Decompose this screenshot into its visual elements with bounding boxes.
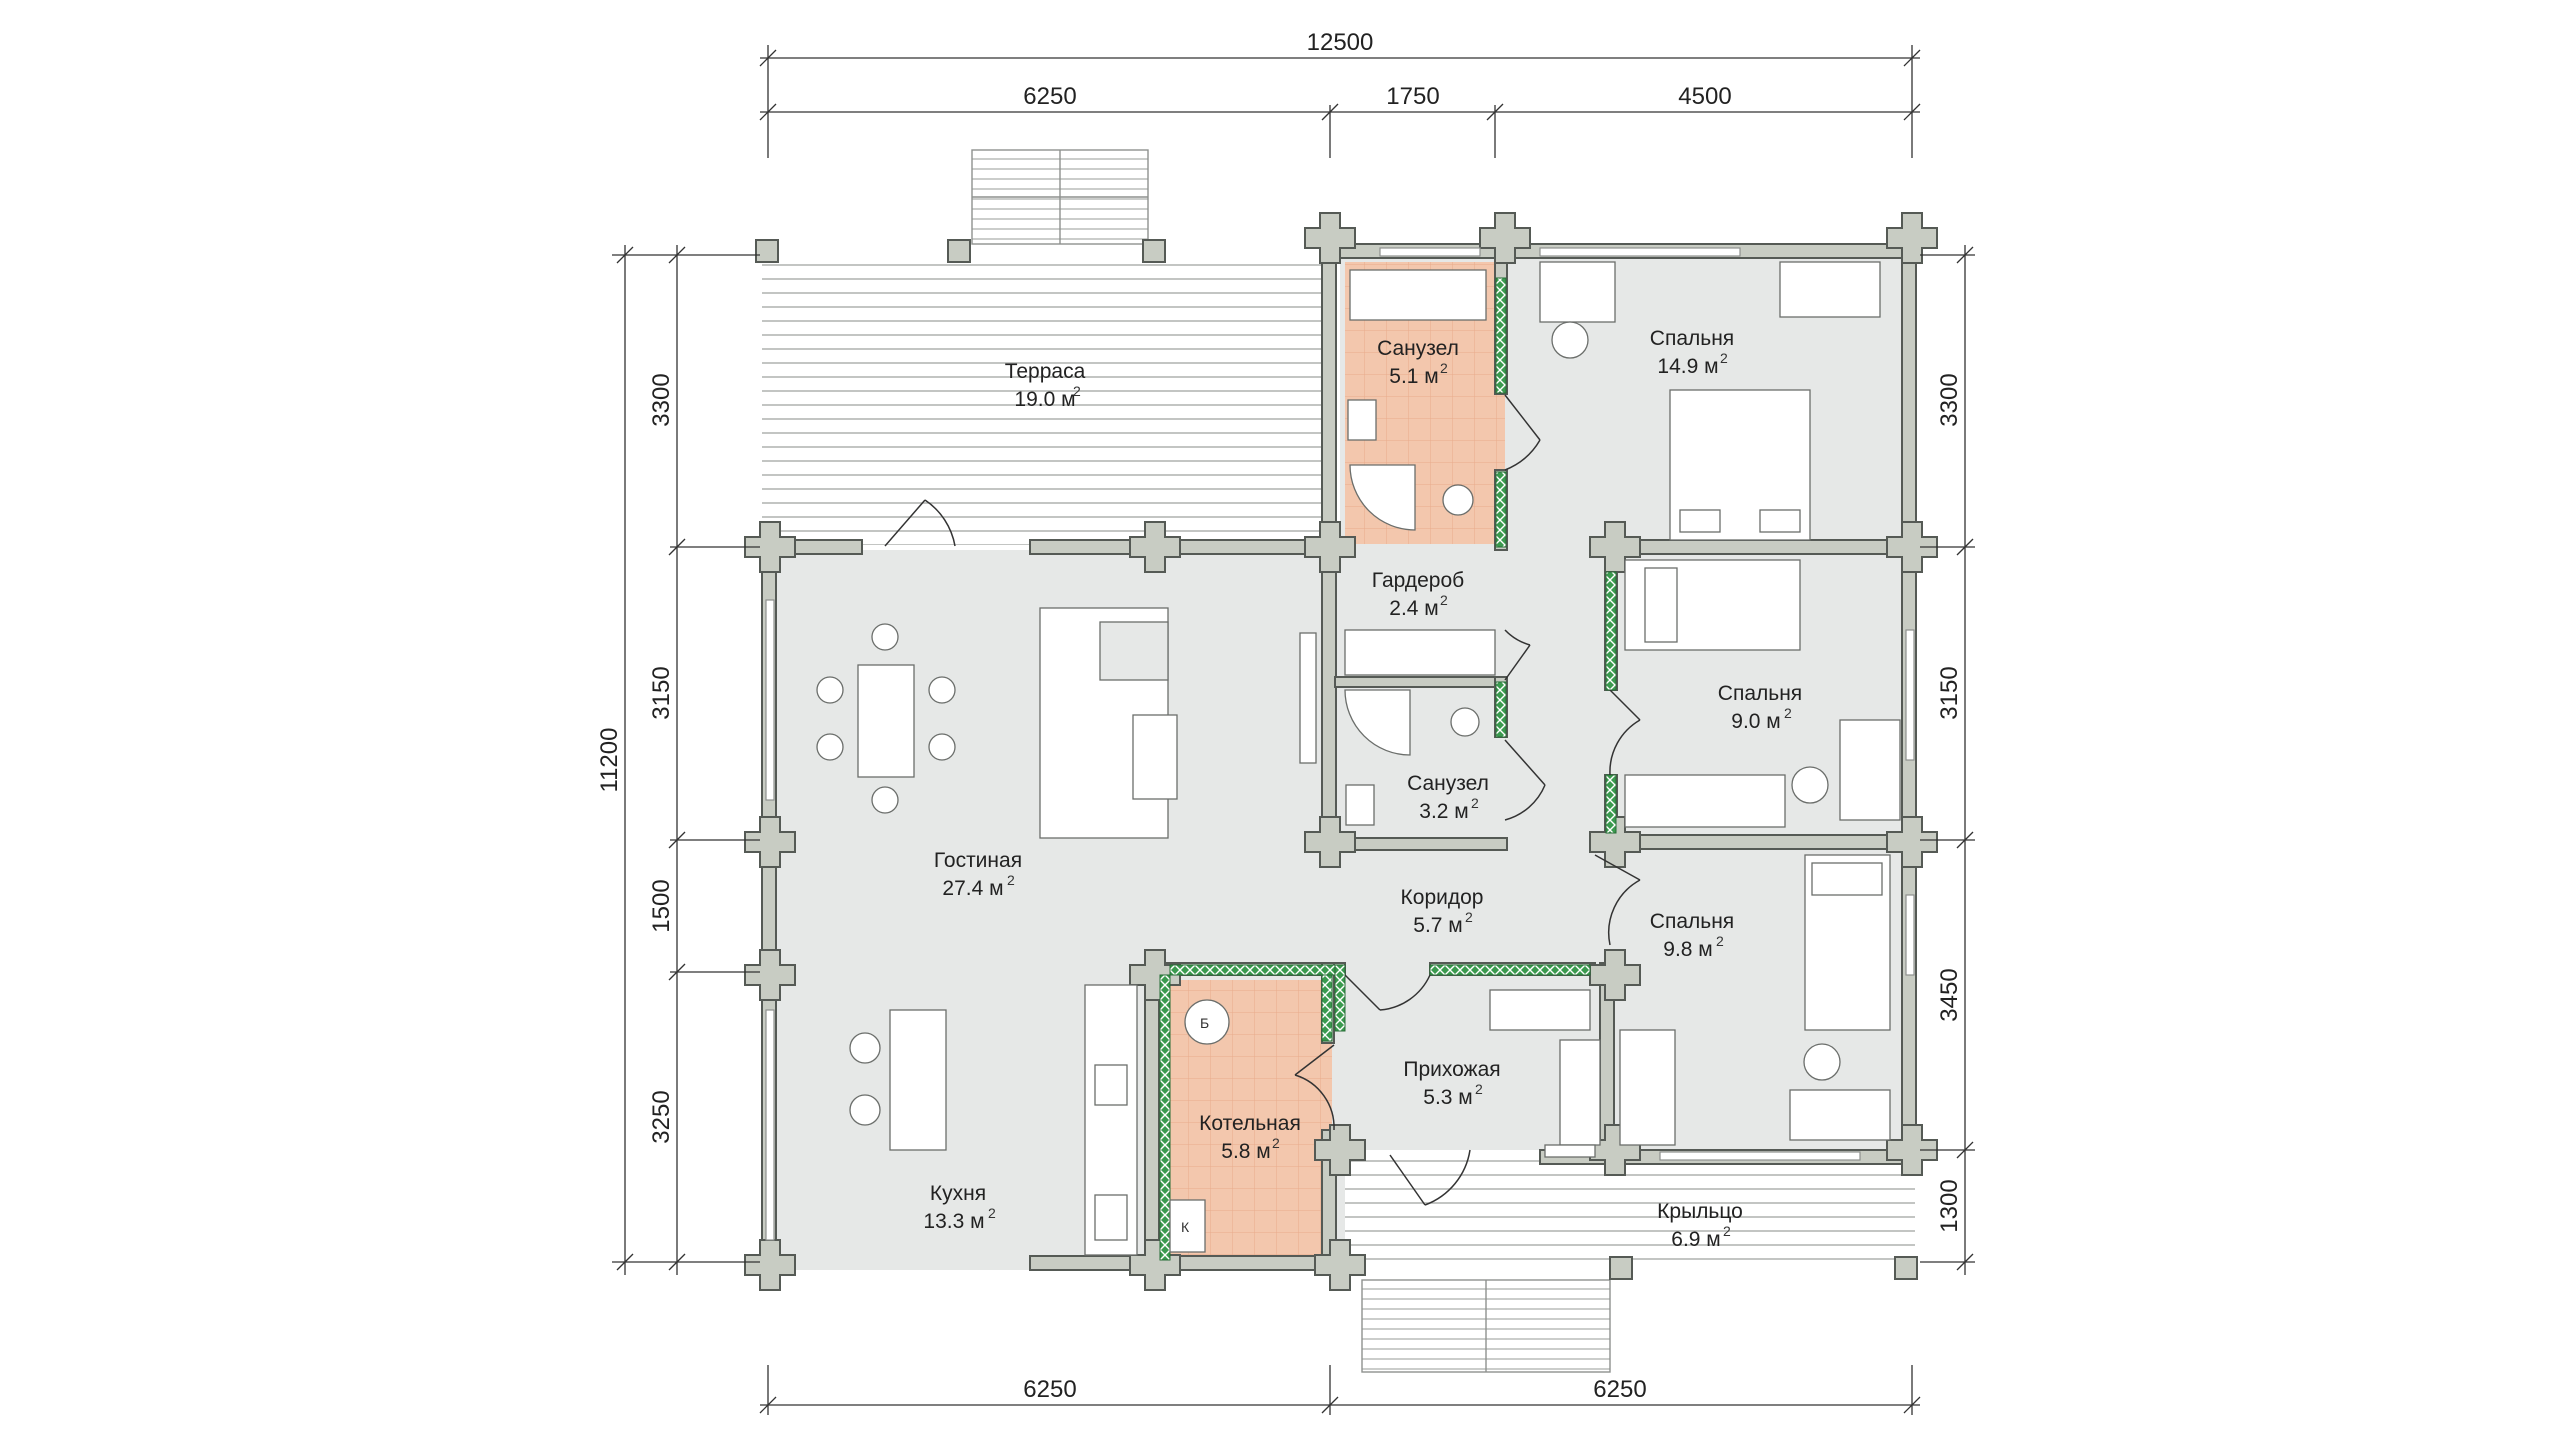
- terrace-deck: [762, 255, 1332, 545]
- dim-top-total: 12500: [1307, 29, 1374, 56]
- dining-table: [857, 664, 915, 778]
- dim-left-seg-4: 3250: [648, 1090, 675, 1143]
- wall-wardrobe-bottom: [1334, 676, 1504, 688]
- room-wardrobe-area: 2.4 м: [1389, 597, 1438, 620]
- room-bed2-area: 9.0 м: [1731, 710, 1780, 733]
- dim-left-seg-3: 1500: [648, 879, 675, 932]
- dim-bottom-seg-2: 6250: [1593, 1376, 1646, 1403]
- room-porch-area: 6.9 м: [1671, 1228, 1720, 1251]
- room-bed1-area: 14.9 м: [1657, 355, 1718, 378]
- room-terrace-area: 19.0 м: [1014, 388, 1075, 411]
- room-terrace-name: Терраса: [1005, 360, 1086, 383]
- room-hall-area: 5.3 м: [1423, 1086, 1472, 1109]
- room-bed1-sup: 2: [1720, 350, 1728, 366]
- tv-stand: [1299, 632, 1317, 764]
- dim-top-seg-3: 4500: [1678, 83, 1731, 110]
- dimension-labels: 12500 6250 1750 4500 6250 6250 11200 330…: [596, 29, 1963, 1403]
- dim-right-seg-3: 3450: [1936, 968, 1963, 1021]
- insulation: [1159, 277, 1617, 1261]
- room-kitchen-sup: 2: [988, 1205, 996, 1221]
- room-bed3-name: Спальня: [1650, 910, 1734, 933]
- bed1-wardrobe: [1779, 261, 1881, 318]
- dim-top-seg-2: 1750: [1386, 83, 1439, 110]
- coffee-table: [1132, 714, 1178, 800]
- boiler-letter: Б: [1200, 1015, 1209, 1031]
- dim-left-seg-2: 3150: [648, 666, 675, 719]
- room-hall-sup: 2: [1475, 1081, 1483, 1097]
- room-bed3-area: 9.8 м: [1663, 938, 1712, 961]
- kitchen-island: [889, 1009, 947, 1151]
- room-corridor-name: Коридор: [1401, 886, 1484, 909]
- cabinet-unit: [1169, 1199, 1206, 1253]
- room-bed2-sup: 2: [1784, 705, 1792, 721]
- room-bath1-area: 5.1 м: [1389, 365, 1438, 388]
- wall-bed2-bed3: [1594, 834, 1916, 850]
- room-bath2-name: Санузел: [1407, 772, 1489, 795]
- windows: [765, 247, 1915, 1241]
- room-corridor-sup: 2: [1465, 909, 1473, 925]
- dim-right-seg-1: 3300: [1936, 373, 1963, 426]
- dim-left-seg-1: 3300: [648, 373, 675, 426]
- room-bed3-sup: 2: [1716, 933, 1724, 949]
- room-living-name: Гостиная: [934, 849, 1022, 872]
- room-bath1-sup: 2: [1440, 360, 1448, 376]
- room-wardrobe-name: Гардероб: [1372, 569, 1464, 592]
- room-bath1-name: Санузел: [1377, 337, 1459, 360]
- room-kitchen-name: Кухня: [930, 1182, 986, 1205]
- dim-right-seg-4: 1300: [1936, 1179, 1963, 1232]
- dimension-lines: [612, 45, 1975, 1415]
- dim-bottom-seg-1: 6250: [1023, 1376, 1076, 1403]
- cabinet-letter: К: [1181, 1219, 1190, 1235]
- porch-deck-right: [1540, 1150, 1915, 1270]
- wall-boiler-left: [1144, 962, 1160, 1271]
- room-terrace-sup: 2: [1073, 383, 1081, 399]
- room-porch-sup: 2: [1723, 1223, 1731, 1239]
- room-corridor-area: 5.7 м: [1413, 914, 1462, 937]
- room-boiler-sup: 2: [1272, 1135, 1280, 1151]
- room-hall-name: Прихожая: [1403, 1058, 1500, 1081]
- log-joints: [744, 212, 1938, 1291]
- dim-top-seg-1: 6250: [1023, 83, 1076, 110]
- furniture: [816, 261, 1901, 1256]
- dim-left-total: 11200: [596, 728, 623, 793]
- room-porch-name: Крыльцо: [1657, 1200, 1743, 1223]
- room-wardrobe-sup: 2: [1440, 592, 1448, 608]
- posts: [755, 239, 1918, 1280]
- room-boiler-area: 5.8 м: [1221, 1140, 1270, 1163]
- room-bath2-sup: 2: [1471, 795, 1479, 811]
- room-living-sup: 2: [1007, 872, 1015, 888]
- room-living-area: 27.4 м: [942, 877, 1003, 900]
- room-boiler-name: Котельная: [1199, 1112, 1301, 1135]
- doors: [884, 394, 1641, 1206]
- room-bath2-area: 3.2 м: [1419, 800, 1468, 823]
- room-kitchen-area: 13.3 м: [923, 1210, 984, 1233]
- room-labels: Терраса 19.0 м 2 Санузел 5.1 м 2 Спальня…: [923, 327, 1802, 1251]
- wall-bed1-bed2: [1594, 539, 1916, 555]
- room-bed1-name: Спальня: [1650, 327, 1734, 350]
- bed2-wardrobe: [1624, 774, 1786, 828]
- boiler-unit: [1184, 999, 1230, 1045]
- dim-right-seg-2: 3150: [1936, 666, 1963, 719]
- room-bed2-name: Спальня: [1718, 682, 1802, 705]
- bathtub: [1349, 269, 1487, 321]
